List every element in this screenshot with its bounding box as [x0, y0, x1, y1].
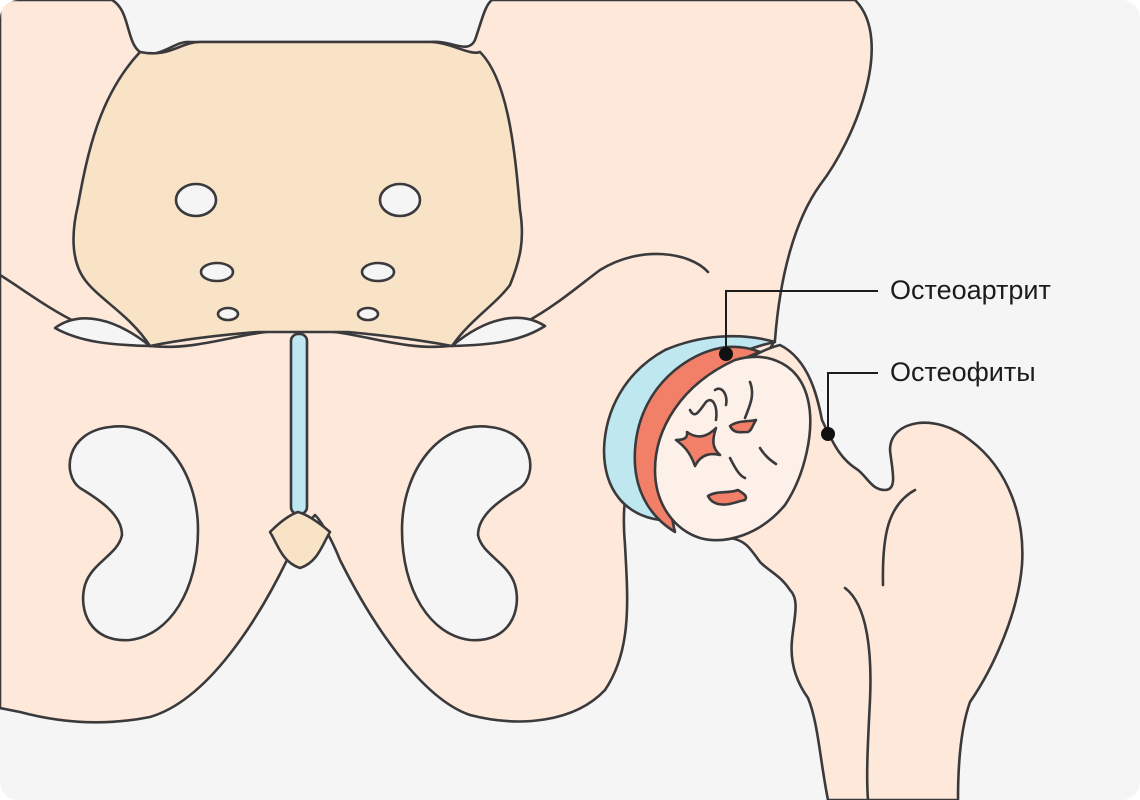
lesion: [728, 418, 758, 434]
coccyx: [268, 510, 332, 570]
callout-label-osteophytes: Остеофиты: [890, 357, 1036, 387]
lesion: [674, 426, 722, 468]
pubic-symphysis: [289, 332, 309, 516]
leader-osteoarthritis: [725, 290, 878, 353]
sacral-foramen: [356, 306, 380, 322]
sacral-foramen: [216, 306, 240, 322]
fracture-line: [728, 456, 747, 480]
obturator-foramen-right: [400, 425, 532, 642]
marker-osteophytes: [821, 427, 835, 441]
femur-neck-line: [881, 488, 917, 587]
fracture-line: [743, 380, 754, 420]
sacral-foramen: [378, 182, 422, 218]
sacral-foramen: [360, 261, 396, 283]
femur-shaft-line: [843, 586, 872, 800]
obturator-foramen-left: [68, 425, 200, 642]
femoral-head: [653, 355, 812, 542]
fracture-line: [713, 387, 728, 407]
leader-osteophytes: [827, 372, 878, 433]
marker-osteoarthritis: [719, 347, 733, 361]
callout-label-osteoarthritis: Остеоартрит: [890, 275, 1051, 305]
lesion: [706, 488, 748, 506]
sacral-foramen: [199, 261, 235, 283]
fracture-line: [688, 398, 718, 422]
fracture-line: [758, 446, 778, 466]
sacrum: [72, 40, 524, 348]
sacral-foramen: [174, 182, 218, 218]
